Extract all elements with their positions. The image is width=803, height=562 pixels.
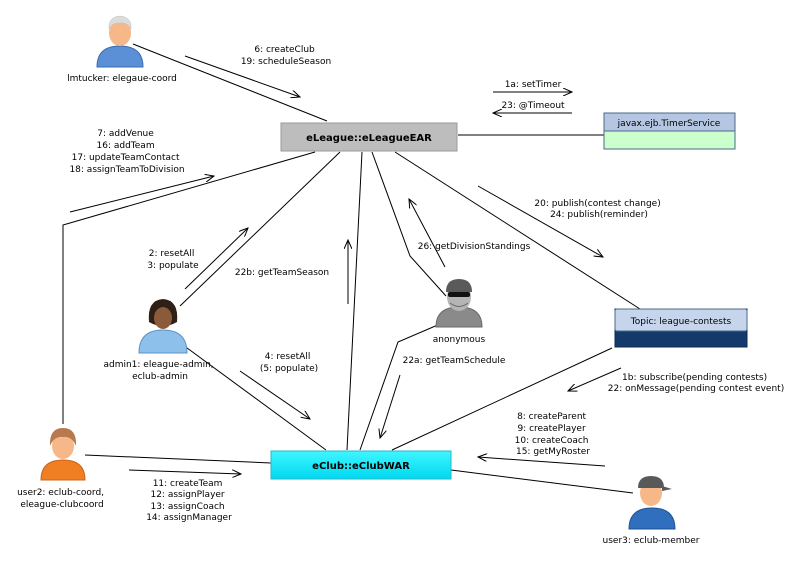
msg-subscribe: 1b: subscribe(pending contests) 22: onMe…: [608, 373, 784, 394]
msg-reset-all: 2: resetAll 3: populate: [147, 249, 199, 271]
arrow-publish: [477, 185, 603, 257]
actor-lmtucker-label: lmtucker: elegaue-coord: [67, 74, 177, 84]
actor-admin1-label: admin1: eleague-admin, eclub-admin: [103, 360, 216, 382]
conn-lmtucker-ear: [132, 43, 328, 122]
actor-anonymous[interactable]: anonymous: [433, 279, 486, 345]
msg-create-team: 11: createTeam 12: assignPlayer 13: assi…: [146, 479, 232, 523]
node-timer-label: javax.ejb.TimerService: [617, 119, 721, 129]
actor-lmtucker[interactable]: lmtucker: elegaue-coord: [67, 15, 177, 84]
conn-war-ear: [346, 151, 363, 451]
user-icon-masked: [435, 279, 483, 328]
user-icon-admin: [138, 299, 188, 354]
message-arrows: [69, 55, 622, 474]
user-icon-cap: [628, 476, 676, 530]
conn-admin1-war: [182, 344, 327, 451]
msg-division-standings: 26: getDivisionStandings: [418, 242, 531, 252]
msg-create-parent: 8: createParent 9: createPlayer 10: crea…: [515, 412, 592, 457]
msg-set-timer: 1a: setTimer: [505, 80, 562, 90]
arrow-create-club: [184, 55, 300, 97]
node-war-label: eClub::eClubWAR: [312, 461, 410, 472]
user-icon-coord: [40, 428, 86, 481]
actor-user3-label: user3: eclub-member: [603, 536, 700, 546]
msg-publish: 20: publish(contest change) 24: publish(…: [534, 199, 663, 220]
node-ear[interactable]: eLeague::eLeagueEAR: [280, 122, 458, 152]
arrow-create-team: [128, 469, 241, 474]
msg-team-schedule: 22a: getTeamSchedule: [403, 356, 506, 366]
node-ear-label: eLeague::eLeagueEAR: [306, 133, 432, 144]
node-topic-label: Topic: league-contests: [630, 317, 732, 327]
conn-war-user3: [450, 469, 634, 494]
conn-admin1-ear: [179, 151, 341, 307]
arrow-subscribe: [568, 367, 622, 391]
msg-create-club: 6: createClub 19: scheduleSeason: [241, 45, 331, 67]
arrow-division-standings: [409, 199, 446, 268]
msg-timeout: 23: @Timeout: [501, 101, 565, 111]
node-topic[interactable]: Topic: league-contests: [614, 308, 748, 348]
node-timer[interactable]: javax.ejb.TimerService: [603, 112, 736, 150]
connections: [62, 43, 641, 494]
actor-user2[interactable]: user2: eclub-coord, eleague-clubcoord: [17, 428, 107, 510]
msg-add-venue: 7: addVenue 16: addTeam 17: updateTeamCo…: [69, 129, 184, 175]
actor-user3[interactable]: user3: eclub-member: [603, 476, 700, 546]
user-icon-elderly: [96, 15, 144, 68]
actor-anonymous-label: anonymous: [433, 335, 486, 345]
conn-user2-war: [84, 454, 272, 464]
actor-user2-label: user2: eclub-coord, eleague-clubcoord: [17, 488, 107, 510]
msg-team-season: 22b: getTeamSeason: [235, 268, 329, 278]
conn-ear-topic: [394, 151, 641, 310]
conn-war-topic: [391, 347, 613, 451]
actor-admin1[interactable]: admin1: eleague-admin, eclub-admin: [103, 299, 216, 382]
conn-user2-ear: [62, 151, 316, 424]
arrow-team-schedule: [380, 374, 401, 438]
conn-anonymous-war: [359, 317, 455, 451]
msg-reset-war: 4: resetAll (5: populate): [260, 352, 318, 374]
conn-anonymous-ear: [371, 151, 447, 297]
node-war[interactable]: eClub::eClubWAR: [270, 450, 452, 480]
arrow-add-venue: [69, 176, 214, 213]
arrow-reset-all: [184, 228, 248, 290]
arrow-reset-war: [239, 370, 310, 419]
arrow-create-parent: [478, 457, 606, 467]
